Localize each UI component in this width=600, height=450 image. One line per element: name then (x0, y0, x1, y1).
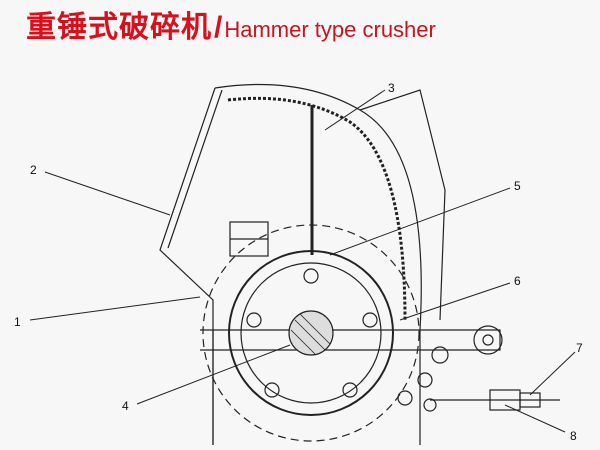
label-1: 1 (14, 315, 21, 329)
leader-lines (29, 89, 576, 433)
title-english: Hammer type crusher (224, 17, 436, 42)
label-3: 3 (388, 81, 395, 95)
label-6: 6 (514, 274, 521, 288)
label-5: 5 (514, 179, 521, 193)
label-4: 4 (122, 399, 129, 413)
title-separator: / (214, 11, 223, 44)
label-8: 8 (570, 429, 577, 443)
label-7: 7 (576, 341, 583, 355)
rotor (202, 224, 420, 442)
housing (159, 83, 503, 445)
title-chinese: 重锤式破碎机 (26, 10, 212, 45)
rotor-bolts (246, 268, 378, 398)
diagram-title: 重锤式破碎机/Hammer type crusher (26, 2, 436, 46)
label-2: 2 (30, 163, 37, 177)
adjusting-assembly (397, 346, 560, 412)
